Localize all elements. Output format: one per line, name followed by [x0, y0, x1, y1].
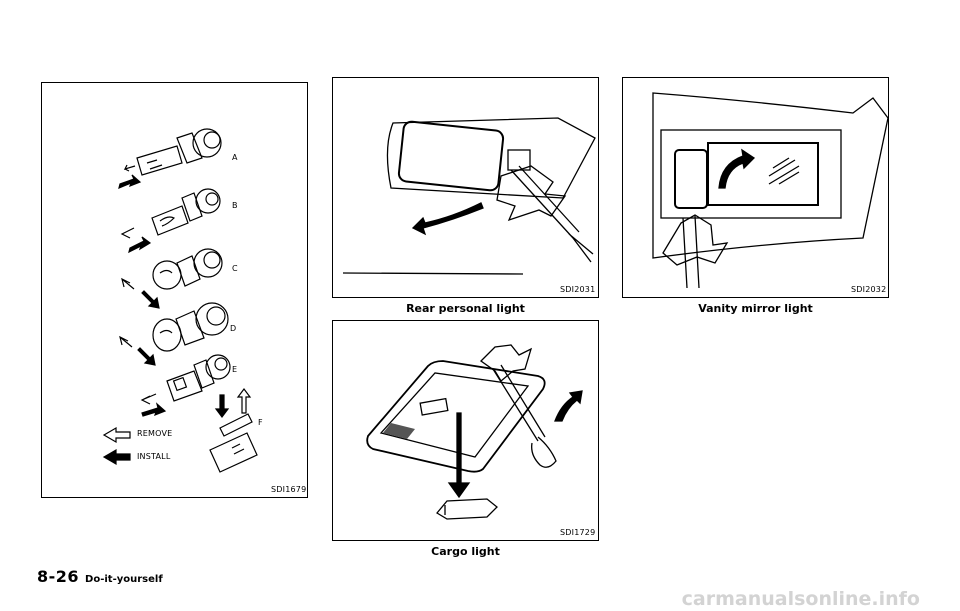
rear-personal-light-illustration [342, 117, 596, 275]
screwdriver [510, 165, 594, 263]
cargo-light-illustration [366, 344, 583, 520]
bulb-letter-b: B [232, 201, 238, 210]
bulb-a-drawing [136, 128, 222, 176]
cloth [496, 165, 567, 222]
page-footer: 8-26 Do-it-yourself [37, 567, 163, 586]
page-number: 8-26 [37, 567, 80, 586]
arrow-remove-d [119, 335, 133, 348]
sunvisor [652, 92, 889, 259]
lamp-housing [366, 360, 546, 473]
bulb-e-drawing [166, 354, 231, 402]
festoon-bulb [436, 498, 498, 520]
vanity-mirror-light-caption: Vanity mirror light [698, 302, 813, 315]
cloth [479, 344, 533, 382]
mirror-reflection [768, 157, 800, 185]
headliner-panel [386, 117, 596, 199]
arrow-remove-e [140, 393, 157, 405]
arrow-install-b [128, 236, 152, 254]
screwdriver [682, 215, 700, 289]
mirror-frame [660, 129, 842, 219]
arrow-install-f [214, 394, 230, 418]
arrow-remove-c [121, 277, 135, 290]
cargo-light-figure: SDI1729 [332, 320, 599, 541]
bulb-types-illustration [102, 128, 258, 473]
section-title: Do-it-yourself [85, 574, 163, 585]
lamp-lens [379, 372, 530, 458]
bulb-socket [419, 397, 449, 416]
rotate-arrow [554, 390, 583, 422]
lamp-lens [674, 149, 708, 209]
cargo-light-caption: Cargo light [431, 545, 500, 558]
bulb-letter-d: D [230, 324, 237, 333]
floor-line [342, 272, 524, 275]
figure-code: SDI1679 [271, 485, 307, 494]
arrow-install-c [141, 290, 160, 309]
bulb-letter-e: E [232, 365, 238, 374]
legend-install-label: INSTALL [137, 452, 171, 461]
vanity-mirror-light-figure: SDI2032 [622, 77, 889, 298]
housing-texture [383, 423, 415, 439]
arrow-install-a [118, 174, 142, 190]
legend-install-arrow [102, 448, 131, 466]
rear-personal-light-caption: Rear personal light [406, 302, 525, 315]
arrow-install-e [141, 402, 167, 417]
bulb-d-drawing [152, 302, 229, 352]
bulb-letter-f: F [258, 418, 263, 427]
remove-arrow [447, 412, 471, 499]
legend-remove-label: REMOVE [137, 429, 173, 438]
rotate-arrow [411, 202, 484, 236]
figure-code: SDI1729 [560, 528, 596, 537]
bulb-b-drawing [151, 188, 221, 236]
vanity-mirror-light-illustration [652, 92, 889, 289]
bulb-letter-c: C [232, 264, 238, 273]
bulb-c-drawing [152, 248, 223, 290]
legend-remove-arrow [102, 426, 131, 444]
arrow-install-d [137, 347, 156, 366]
cloth [662, 214, 729, 266]
lens [397, 120, 505, 192]
arrow-remove-f [236, 388, 252, 414]
watermark: carmanualsonline.info [681, 588, 920, 610]
bulb-letter-a: A [232, 153, 238, 162]
arrow-remove-b [120, 227, 135, 239]
rear-personal-light-figure: SDI2031 [332, 77, 599, 298]
bulb-f-drawing [209, 413, 258, 473]
bulb-types-figure: A B C D E F REMOVE INSTALL SDI1679 [41, 82, 308, 498]
rotate-arrow [718, 148, 756, 189]
arrow-remove-a [123, 164, 136, 172]
figure-code: SDI2031 [560, 285, 596, 294]
figure-code: SDI2032 [851, 285, 887, 294]
